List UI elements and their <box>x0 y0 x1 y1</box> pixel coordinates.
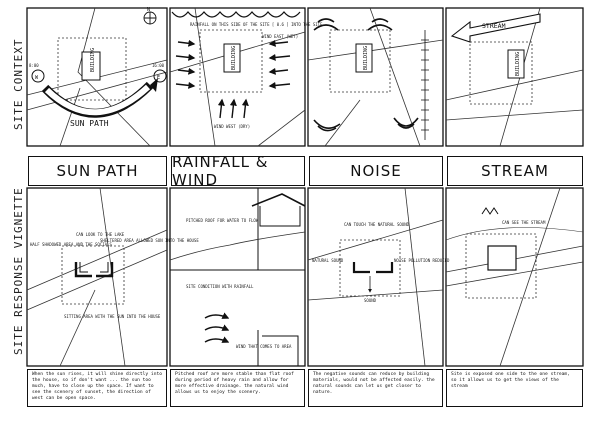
stream-arrow-label: STREAM <box>482 22 506 30</box>
north-label: N <box>147 7 150 13</box>
time-right-label: 16:00 <box>152 63 165 68</box>
rain-ann-bottom: WIND THAT COMES TO AREA <box>236 344 292 349</box>
noise-ann-bottom: SOUND <box>364 298 377 303</box>
panel-sun-response <box>26 187 168 367</box>
rain-ann-mid: SITE CONDITION WITH RAINFALL <box>186 284 254 289</box>
stream-ann-top: CAN SEE THE STREAM <box>502 220 546 225</box>
wind-east-label: WIND EAST (WET) <box>262 34 298 39</box>
stream-building-label: BUILDING <box>515 52 521 76</box>
east-label: E <box>157 75 160 81</box>
title-noise: NOISE <box>309 156 443 186</box>
sun-ann-left: HALF SHADOWED AREA AND THE SOCIALS <box>30 242 112 247</box>
panel-stream-context <box>445 7 584 147</box>
noise-ann-top: CAN TOUCH THE NATURAL SOUND <box>344 222 410 227</box>
panel-noise-response <box>307 187 444 367</box>
caption-sun-path: When the sun rises, it will shine direct… <box>27 369 167 407</box>
time-left-label: 8:00 <box>29 63 39 68</box>
wind-west-label: WIND WEST (DRY) <box>214 124 250 129</box>
title-rainfall-wind: RAINFALL & WIND <box>171 153 305 189</box>
panel-sun-context <box>26 7 168 147</box>
sun-ann-bottom: SITTING AREA WITH THE SUN INTO THE HOUSE <box>64 314 161 319</box>
caption-noise: The negative sounds can reduce by buildi… <box>308 369 443 407</box>
noise-ann-right: NOISE POLLUTION REDUCED <box>394 258 450 263</box>
title-sun-path: SUN PATH <box>28 156 167 186</box>
title-stream: STREAM <box>447 156 583 186</box>
rain-note-label: RAINFALL ON THIS SIDE OF THE SITE [ 0.6 … <box>190 22 323 27</box>
noise-ann-left: NATURAL SOUND <box>312 258 344 263</box>
noise-building-label: BUILDING <box>363 46 369 70</box>
panel-noise-context <box>307 7 444 147</box>
rain-building-label: BUILDING <box>231 46 237 70</box>
sun-ann-right: SHELTERED AREA ALLOWED SUN INTO THE HOUS… <box>100 238 199 243</box>
rain-ann-top: PITCHED ROOF FOR WATER TO FLOW <box>186 218 259 223</box>
panel-rain-context <box>169 7 306 147</box>
sun-ann-top: CAN LOOK TO THE LAKE <box>76 232 125 237</box>
caption-stream: Site is exposed one side to the one stre… <box>446 369 583 407</box>
caption-rainfall-wind: Pitched roof are more stable than flat r… <box>170 369 305 407</box>
west-label: W <box>35 75 39 81</box>
panel-stream-response <box>445 187 584 367</box>
sun-building-label: BUILDING <box>90 48 96 72</box>
sun-path-label: SUN PATH <box>70 119 109 128</box>
panel-rain-response <box>169 187 306 367</box>
